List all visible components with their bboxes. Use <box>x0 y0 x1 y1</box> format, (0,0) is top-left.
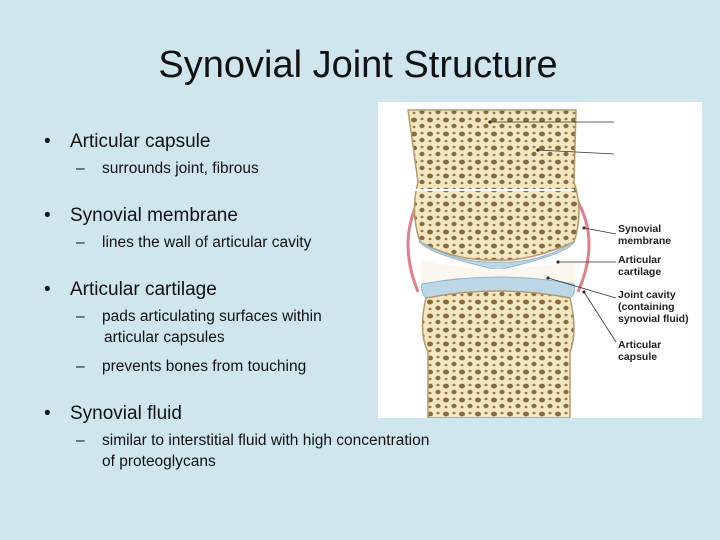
sub-bullet: – lines the wall of articular cavity <box>76 232 312 253</box>
label-articular-capsule-line2: capsule <box>618 351 657 363</box>
bullet-synovial-membrane: • Synovial membrane <box>44 205 238 227</box>
label-articular-cartilage-line1: Articular <box>618 254 661 266</box>
sub-text: pads articulating surfaces within <box>102 308 322 325</box>
label-joint-cavity-line1: Joint cavity <box>618 289 676 301</box>
bullet-marker: • <box>44 205 51 226</box>
bullet-text: Synovial membrane <box>70 205 238 226</box>
bullet-text: Articular capsule <box>70 131 211 152</box>
sub-marker: – <box>76 160 85 177</box>
bullet-marker: • <box>44 131 51 152</box>
label-joint-cavity-line3: synovial fluid) <box>618 313 689 325</box>
bullet-text: Articular cartilage <box>70 279 217 300</box>
label-synovial-membrane-line1: Synovial <box>618 223 661 235</box>
synovial-membrane-right <box>576 201 591 293</box>
bullet-text: Synovial fluid <box>70 403 182 424</box>
upper-articular-cartilage <box>419 240 576 271</box>
sub-bullet: – prevents bones from touching <box>76 356 307 377</box>
leader-dots <box>488 120 586 294</box>
upper-bone <box>407 109 580 261</box>
slide-title: Synovial Joint Structure <box>158 44 558 86</box>
sub-marker: – <box>76 358 85 375</box>
sub-bullet: – similar to interstitial fluid with hig… <box>76 430 430 472</box>
sub-text: similar to interstitial fluid with high … <box>102 432 430 449</box>
label-synovial-membrane-line2: membrane <box>618 235 671 247</box>
sub-marker: – <box>76 308 85 325</box>
sub-marker: – <box>76 234 85 251</box>
joint-illustration: Synovial membrane Articular cartilage Jo… <box>406 109 689 418</box>
bullet-synovial-fluid: • Synovial fluid <box>44 403 182 425</box>
leader-lines <box>490 121 617 343</box>
bullet-articular-cartilage: • Articular cartilage <box>44 279 217 301</box>
label-joint-cavity-line2: (containing <box>618 301 675 313</box>
sub-text: surrounds joint, fibrous <box>102 160 259 177</box>
bullet-marker: • <box>44 279 51 300</box>
joint-cavity <box>420 260 576 284</box>
sub-marker: – <box>76 432 85 449</box>
sub-text-continued: of proteoglycans <box>102 453 216 470</box>
sub-text: prevents bones from touching <box>102 358 307 375</box>
lower-bone <box>421 290 575 418</box>
sub-text-continued: articular capsules <box>104 329 225 346</box>
bullet-marker: • <box>44 403 51 424</box>
sub-bullet: – surrounds joint, fibrous <box>76 158 259 179</box>
synovial-joint-diagram: Synovial membrane Articular cartilage Jo… <box>378 102 702 418</box>
label-articular-capsule-line1: Articular <box>618 339 661 351</box>
sub-text: lines the wall of articular cavity <box>102 234 312 251</box>
label-articular-cartilage-line2: cartilage <box>618 266 661 278</box>
sub-bullet: – pads articulating surfaces within arti… <box>76 306 322 348</box>
bullet-articular-capsule: • Articular capsule <box>44 131 211 153</box>
